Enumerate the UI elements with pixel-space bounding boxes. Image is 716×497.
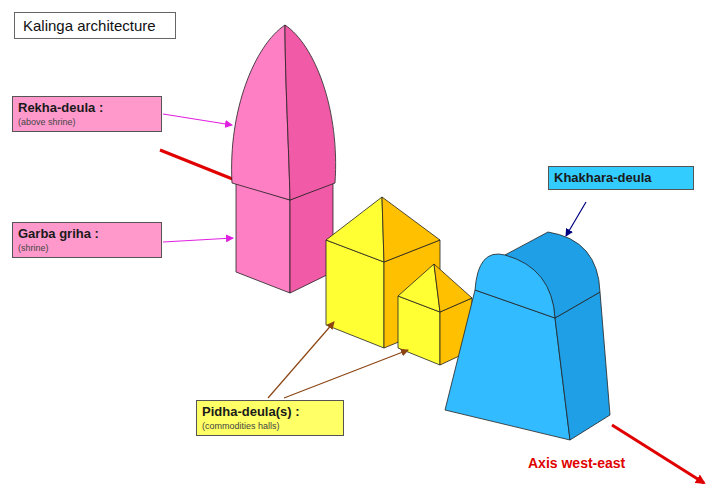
axis-line [160, 150, 240, 182]
part-name: Khakhara-deula [554, 170, 688, 186]
part-name: Rekha-deula : [18, 100, 156, 116]
title-box: Kalinga architecture [14, 12, 176, 39]
label-box: Pidha-deula(s) :(commodities halls) [196, 400, 344, 436]
part-name: Pidha-deula(s) : [202, 404, 338, 420]
khakhara-deula-figure [445, 232, 610, 440]
part-name: Garba griha : [18, 226, 156, 242]
rekha-deula-figure [232, 25, 336, 293]
leader-line [163, 238, 233, 242]
label-box: Rekha-deula :(above shrine) [12, 96, 162, 132]
axis-arrow [612, 425, 704, 483]
leader-line [566, 202, 586, 236]
part-note: (above shrine) [18, 116, 156, 128]
leader-line [268, 322, 334, 398]
part-note: (shrine) [18, 242, 156, 254]
axis-label: Axis west-east [528, 455, 625, 471]
label-box: Khakhara-deula [548, 166, 694, 190]
leader-line [163, 114, 232, 125]
part-note: (commodities halls) [202, 420, 338, 432]
axis-label-holder: Axis west-east [528, 455, 625, 471]
label-box: Garba griha :(shrine) [12, 222, 162, 258]
leader-line [284, 350, 408, 398]
